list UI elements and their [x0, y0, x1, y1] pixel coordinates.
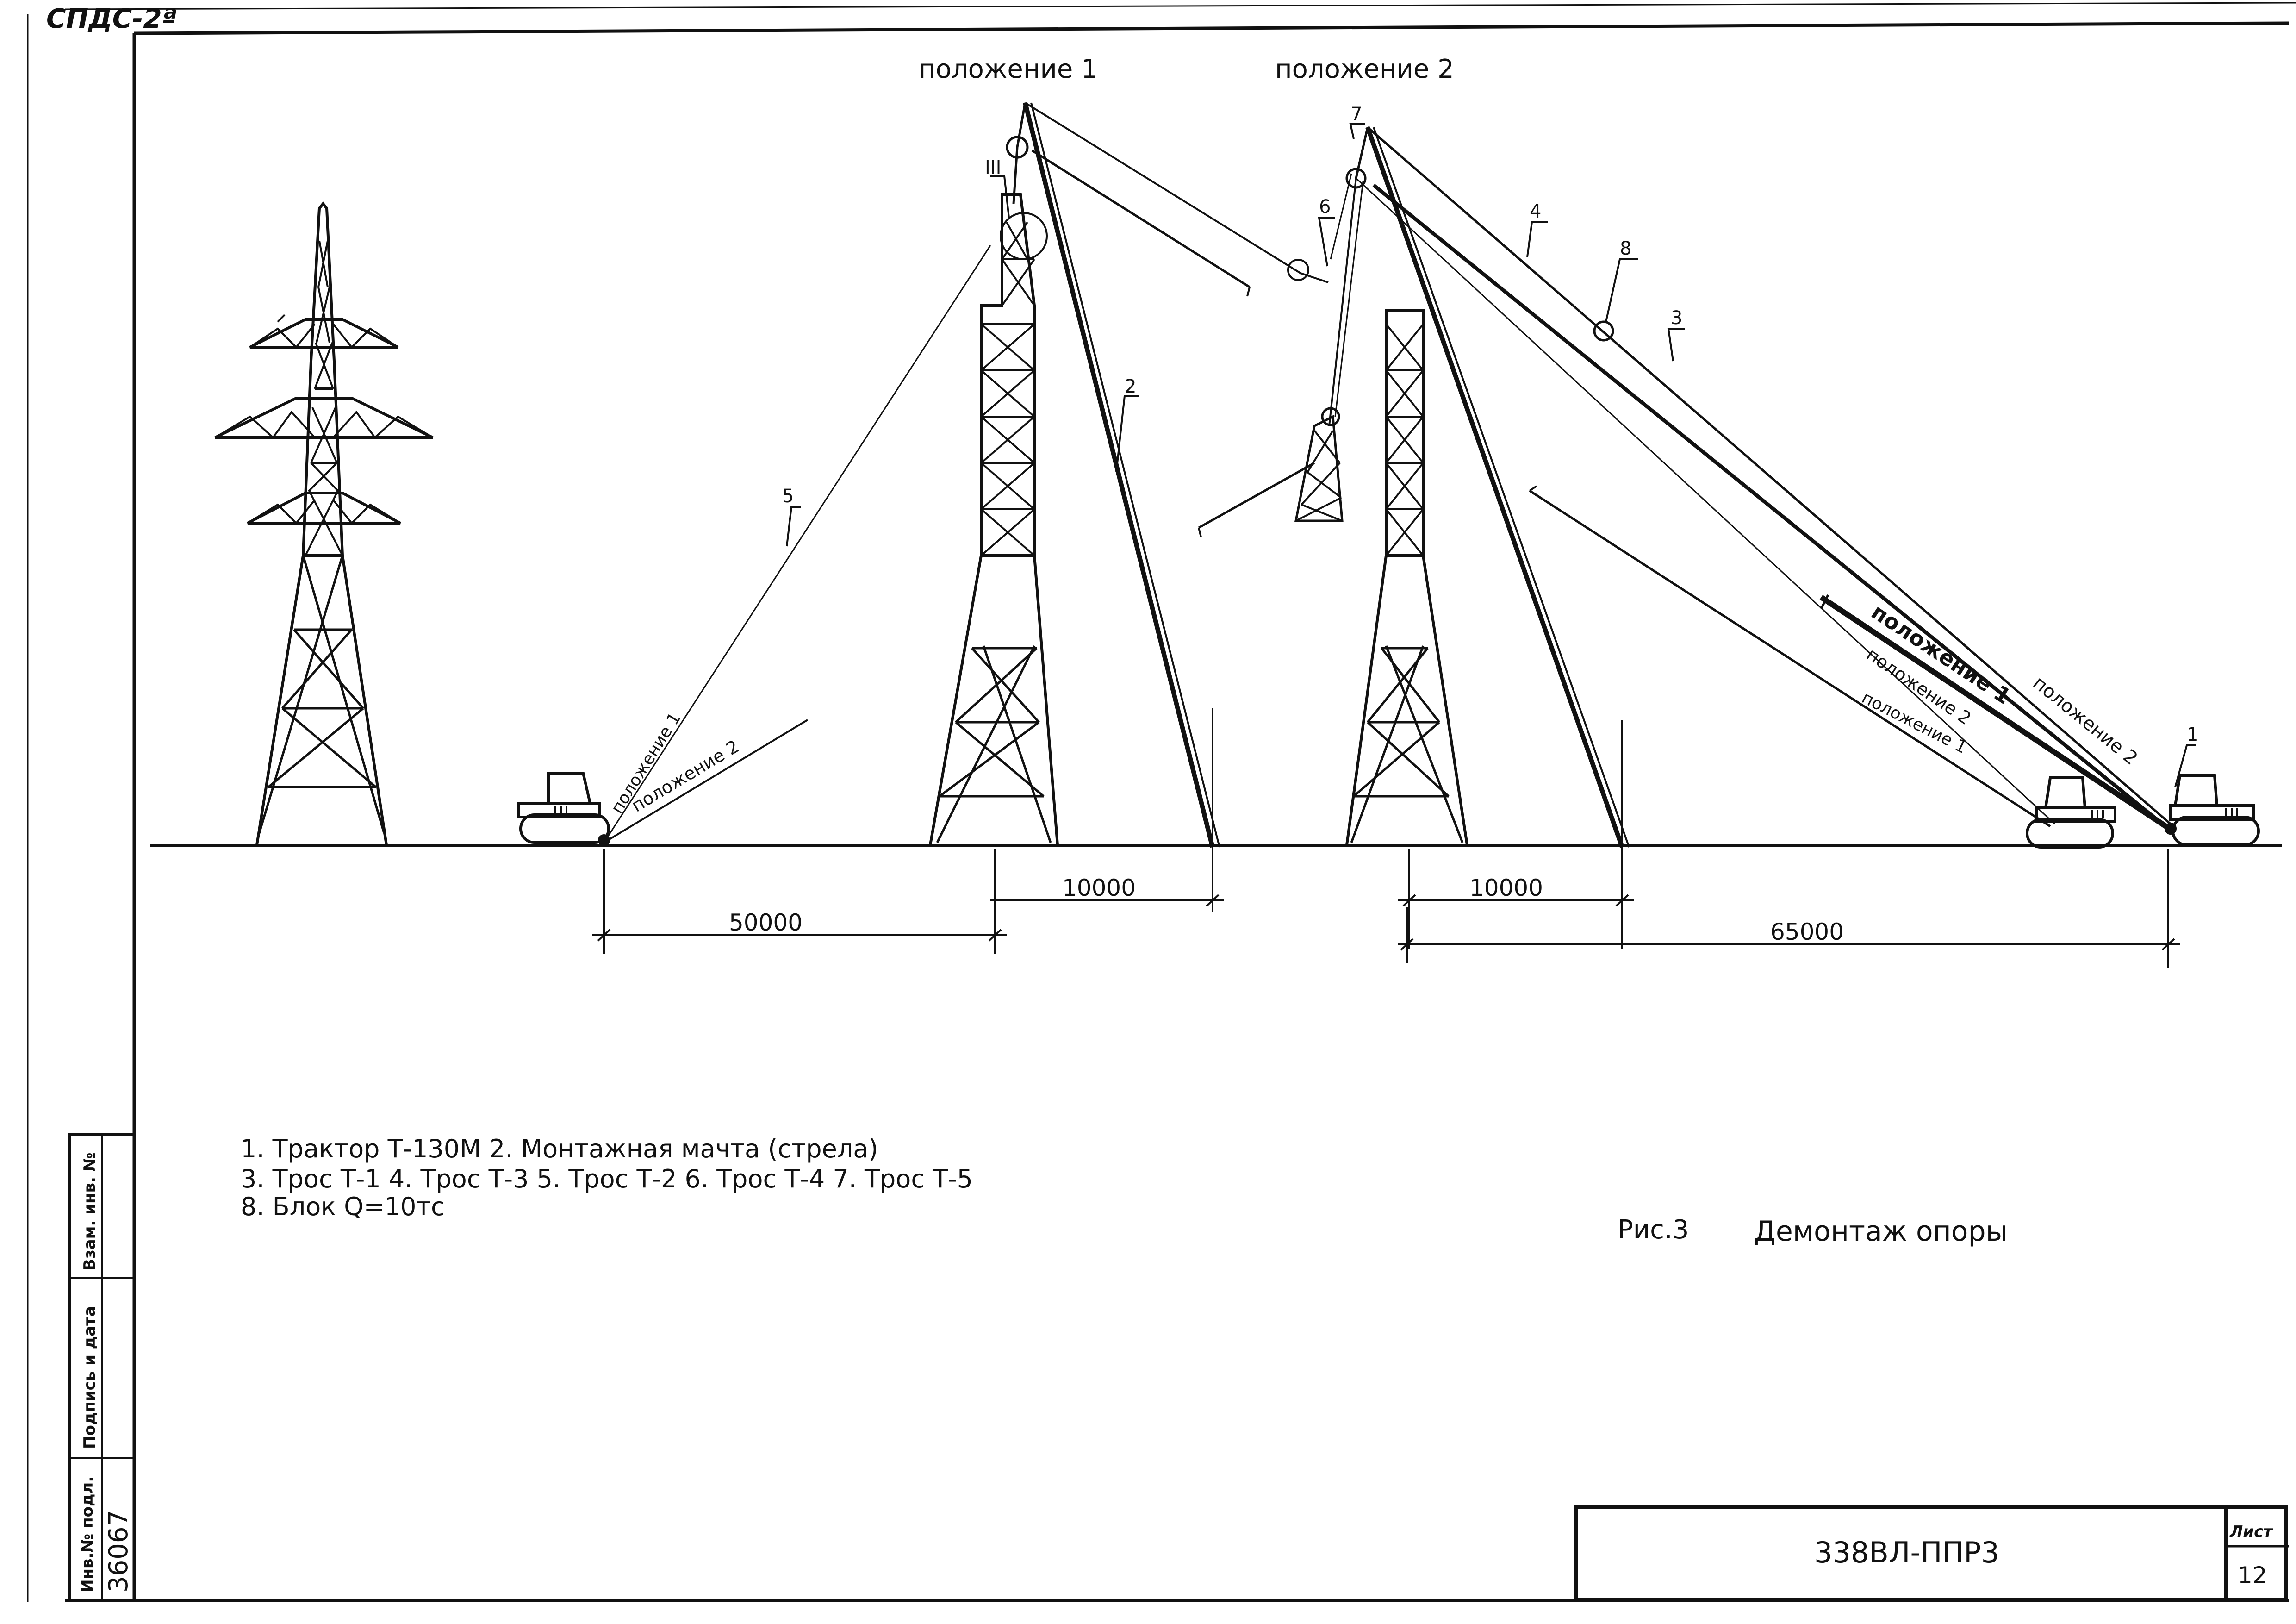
dimension-10000-right: 10000	[1469, 874, 1543, 901]
figure-title: Демонтаж опоры	[1754, 1215, 2008, 1248]
callout-6: 6	[1319, 196, 1331, 218]
margin-replace-label: Взам. инв. №	[81, 1152, 99, 1271]
callout-4: 4	[1530, 201, 1541, 222]
mast-position-2	[1345, 126, 1630, 848]
title-block	[1574, 1505, 2289, 1601]
tower-standing	[214, 201, 434, 845]
dimension-65000: 65000	[1770, 918, 1844, 945]
position-1-title: положение 1	[919, 54, 1098, 84]
dimension-10000-left: 10000	[1062, 874, 1136, 901]
ropes-position-2	[1330, 126, 2172, 831]
margin-sign-label: Подпись и дата	[81, 1306, 99, 1449]
margin-block: Взам. инв. № Подпись и дата Инв.№ подл. …	[68, 1133, 136, 1602]
ropes-position-1	[603, 102, 1329, 843]
figure-number: Рис.3	[1618, 1215, 1689, 1245]
callout-5: 5	[782, 486, 794, 507]
legend-line-2: 3. Трос Т-1 4. Трос Т-3 5. Трос Т-2 6. Т…	[241, 1164, 973, 1193]
mast-position-1	[1006, 102, 1220, 848]
legend-line-1: 1. Трактор Т-130М 2. Монтажная мачта (ст…	[241, 1134, 878, 1163]
top-section-lifted	[1198, 178, 1364, 537]
tractor-left	[517, 772, 610, 846]
dimension-lines	[592, 708, 2180, 968]
stamp-code-top: СПДС-2ª	[46, 3, 177, 34]
callout-iii: III	[985, 157, 1001, 178]
tower-position-2	[1345, 309, 1468, 845]
callout-leaders	[786, 123, 2196, 787]
position-2-title: положение 2	[1275, 54, 1454, 84]
callout-7: 7	[1350, 104, 1362, 125]
callout-1: 1	[2187, 724, 2198, 745]
drawing-frame	[27, 2, 2296, 1602]
callout-2: 2	[1125, 376, 1136, 397]
margin-inv-number: 36067	[104, 1510, 134, 1593]
tractor-right-far	[2165, 774, 2260, 846]
callout-3: 3	[1671, 307, 1682, 329]
legend-line-3: 8. Блок Q=10тс	[241, 1192, 445, 1221]
dimension-50000: 50000	[729, 909, 803, 936]
title-block-sheet-label: Лист	[2229, 1523, 2273, 1541]
title-block-sheet-number: 12	[2238, 1562, 2267, 1589]
margin-inv-label: Инв.№ подл.	[78, 1476, 97, 1593]
callout-8: 8	[1620, 238, 1631, 259]
rope-label-far-pos2: положение 2	[2029, 672, 2142, 769]
tractor-right-near	[2026, 776, 2116, 849]
tower-position-1	[929, 193, 1059, 845]
title-block-code: 338ВЛ-ППР3	[1814, 1536, 1999, 1569]
